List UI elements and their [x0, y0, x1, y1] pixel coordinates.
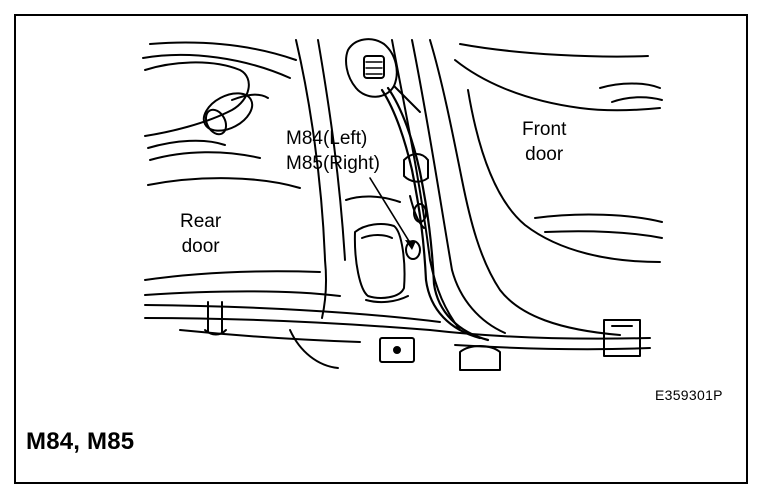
connector-label-right: M85(Right)	[286, 153, 380, 174]
b-pillar	[295, 39, 621, 336]
front-door-label: Front door	[522, 117, 566, 167]
figure-frame	[14, 14, 748, 484]
door-plug	[202, 92, 254, 132]
connector-label: M84(Left) M85(Right)	[286, 126, 380, 176]
rear-door-panel	[142, 41, 341, 297]
lamp-socket	[345, 38, 421, 113]
leader-arrowhead	[405, 240, 416, 250]
figure-caption: M84, M85	[26, 428, 135, 455]
front-door-label-line1: Front	[522, 119, 567, 140]
lower-sill	[144, 301, 651, 371]
front-door-label-line2: door	[525, 144, 564, 165]
harness-clip	[603, 319, 641, 357]
bracket	[379, 337, 415, 363]
leader-line	[369, 177, 413, 247]
connector-label-left: M84(Left)	[286, 128, 368, 149]
rear-door-label-line1: Rear	[180, 211, 222, 232]
rear-door-label-line2: door	[181, 236, 220, 257]
rear-door-label: Rear door	[180, 209, 221, 259]
wire-harness	[380, 86, 490, 342]
front-door-panel	[454, 43, 663, 263]
reference-code: E359301P	[655, 387, 723, 403]
